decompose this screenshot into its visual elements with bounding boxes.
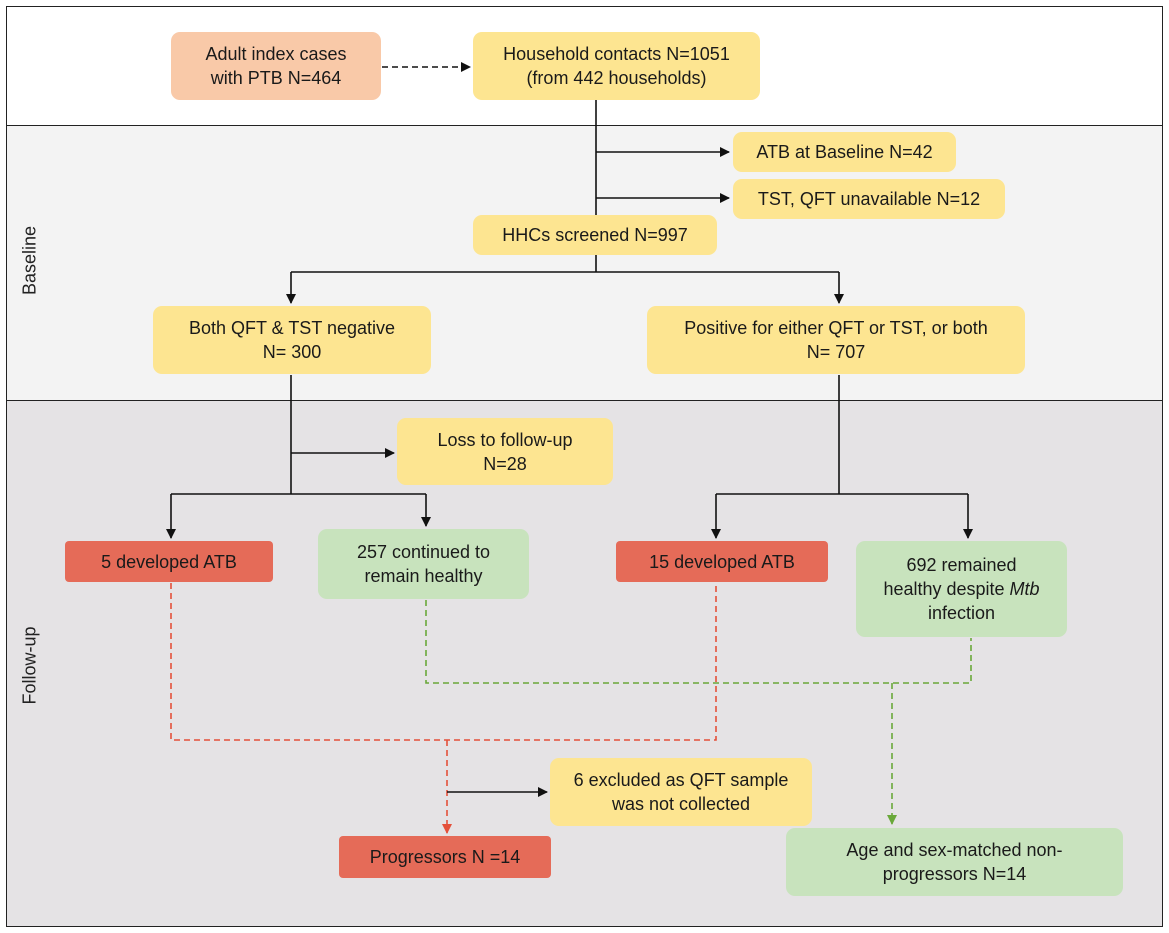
healthy-text-mtb: Mtb bbox=[1009, 579, 1040, 599]
negative-developed-atb-box: 5 developed ATB bbox=[65, 541, 273, 582]
healthy-text-suffix: infection bbox=[927, 603, 996, 623]
hhcs-screened-box: HHCs screened N=997 bbox=[473, 215, 717, 255]
tst-qft-unavailable-box: TST, QFT unavailable N=12 bbox=[733, 179, 1005, 219]
positive-either-box: Positive for either QFT or TST, or both … bbox=[647, 306, 1025, 374]
negative-remained-healthy-box: 257 continued to remain healthy bbox=[318, 529, 529, 599]
dashed-line-neg-atb-merge bbox=[170, 583, 717, 741]
excluded-qft-box: 6 excluded as QFT sample was not collect… bbox=[550, 758, 812, 826]
dashed-line-healthy-merge bbox=[425, 600, 972, 684]
progressors-box: Progressors N =14 bbox=[339, 836, 551, 878]
non-progressors-box: Age and sex-matched non- progressors N=1… bbox=[786, 828, 1123, 896]
positive-remained-healthy-box: 692 remained healthy despite Mtb infecti… bbox=[856, 541, 1067, 637]
healthy-text-prefix: 692 remained healthy despite bbox=[883, 555, 1017, 599]
positive-remained-healthy-text: 692 remained healthy despite Mtb infecti… bbox=[883, 553, 1039, 625]
household-contacts-box: Household contacts N=1051 (from 442 hous… bbox=[473, 32, 760, 100]
both-negative-box: Both QFT & TST negative N= 300 bbox=[153, 306, 431, 374]
loss-followup-box: Loss to follow-up N=28 bbox=[397, 418, 613, 485]
index-cases-box: Adult index cases with PTB N=464 bbox=[171, 32, 381, 100]
atb-baseline-box: ATB at Baseline N=42 bbox=[733, 132, 956, 172]
positive-developed-atb-box: 15 developed ATB bbox=[616, 541, 828, 582]
